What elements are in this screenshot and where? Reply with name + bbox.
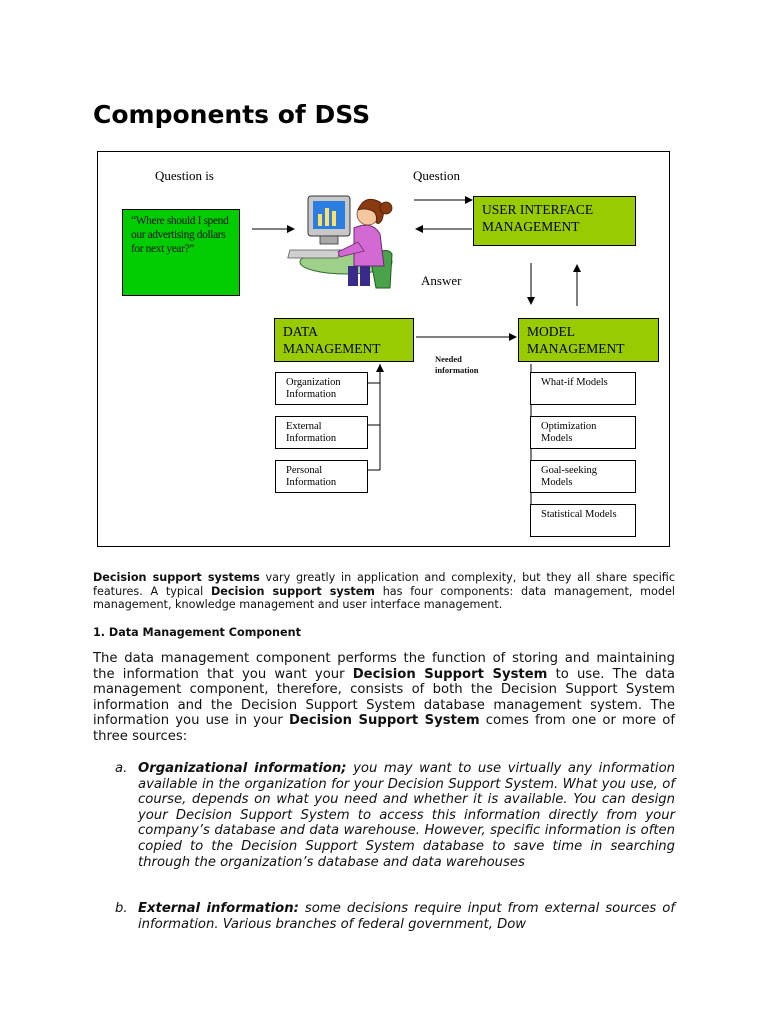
intro-paragraph: Decision support systems vary greatly in…	[93, 571, 675, 612]
intro-term-2: Decision support system	[210, 584, 375, 598]
section-text-1: The data management component performs t…	[93, 651, 675, 682]
list-term-organizational: Organizational information;	[138, 761, 347, 776]
model-management-box: MODEL MANAGEMENT	[518, 318, 659, 362]
list-text-external: some decisions require input from extern…	[138, 901, 676, 932]
dss-diagram: Question is Question Answer “Where shoul…	[97, 151, 670, 547]
intro-term-1: Decision support systems	[93, 571, 260, 584]
personal-information-box: Personal Information	[275, 460, 368, 493]
answer-label: Answer	[421, 273, 462, 288]
intro-text-2: has four components: data management, mo…	[93, 584, 675, 612]
list-item-external: External information: some decisions req…	[138, 901, 675, 932]
user-interface-management-box: USER INTERFACE MANAGEMENT	[473, 196, 636, 246]
section-text-2: to use. The data management component, t…	[93, 666, 676, 729]
section-term-1: Decision Support System	[352, 666, 548, 682]
what-if-models-box: What-if Models	[530, 372, 636, 405]
section-text-3: comes from one or more of three sources:	[93, 713, 675, 744]
section-heading: 1. Data Management Component	[93, 626, 301, 639]
section-paragraph: The data management component performs t…	[93, 651, 675, 745]
page-title: Components of DSS	[93, 100, 371, 129]
list-term-external: External information:	[138, 901, 299, 916]
list-marker-a: a.	[115, 761, 128, 776]
computer-user-icon	[287, 195, 393, 289]
external-information-box: External Information	[275, 416, 368, 449]
data-management-box: DATA MANAGEMENT	[274, 318, 414, 362]
optimization-models-box: Optimization Models	[530, 416, 636, 449]
list-marker-b: b.	[115, 901, 128, 916]
intro-text-1: vary greatly in application and complexi…	[93, 571, 676, 598]
statistical-models-box: Statistical Models	[530, 504, 636, 537]
question-is-label: Question is	[155, 168, 214, 183]
question-label: Question	[413, 168, 460, 183]
needed-information-label: Needed information	[435, 354, 479, 375]
organization-information-box: Organization Information	[275, 372, 368, 405]
goal-seeking-models-box: Goal-seeking Models	[530, 460, 636, 493]
list-item-organizational: Organizational information; you may want…	[138, 761, 675, 870]
question-quote-box: “Where should I spend our advertising do…	[122, 209, 240, 296]
list-text-organizational: you may want to use virtually any inform…	[138, 761, 675, 870]
section-term-2: Decision Support System	[288, 713, 480, 729]
